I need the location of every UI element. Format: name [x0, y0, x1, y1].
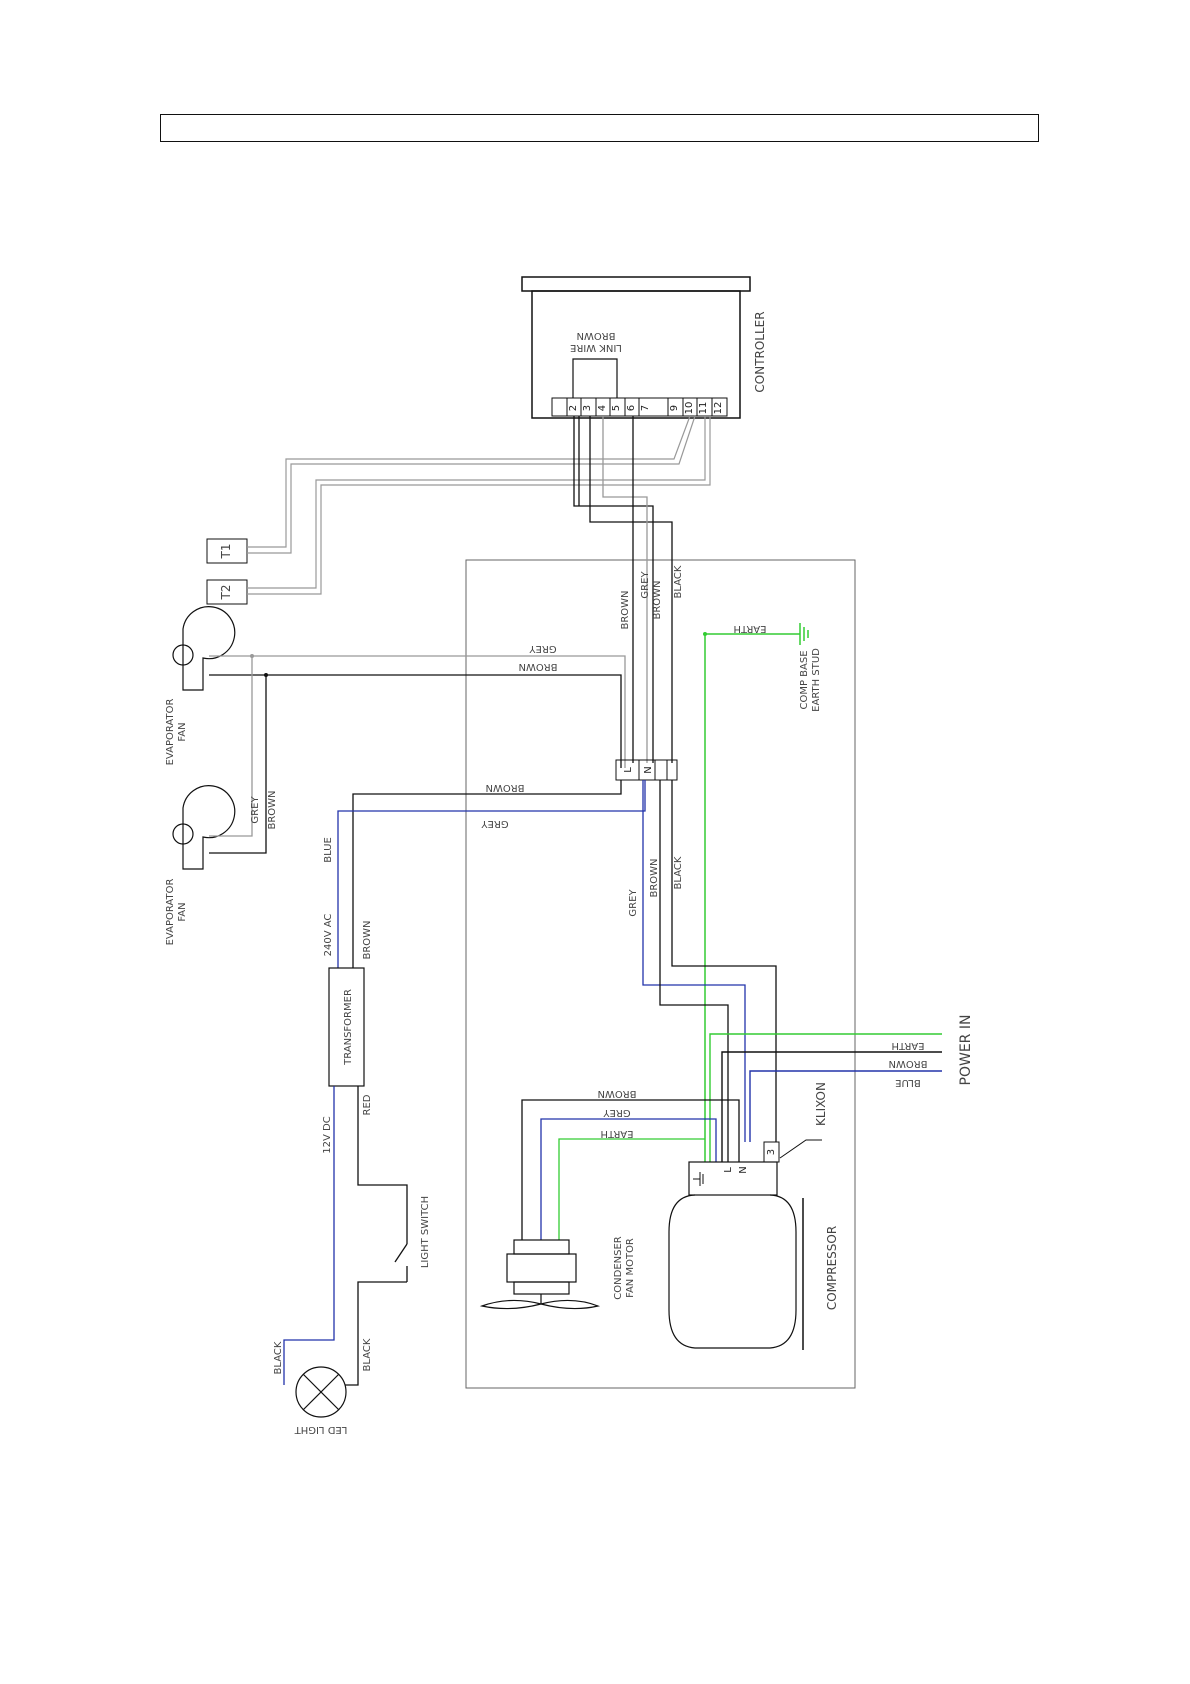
title-box [160, 114, 1039, 142]
compressor-feed-wires [642, 780, 777, 1162]
sensor-t2: T2 [206, 579, 248, 605]
controller-terminal-strip [551, 397, 728, 417]
sensor-t1: T1 [206, 538, 248, 564]
compressor-terminal-l: L [723, 1167, 734, 1173]
feed-label-blue: BLUE [323, 837, 334, 863]
power-in-label: POWER IN [958, 1015, 974, 1086]
harness-label-brown-2: BROWN [652, 580, 663, 619]
compressor-terminal-n: N [738, 1166, 749, 1173]
link-wire-color-label: BROWN [576, 330, 615, 341]
transformer-12v-label: 12V DC [322, 1116, 333, 1153]
transformer: TRANSFORMER [328, 967, 365, 1087]
earth-stud-label-2: EARTH STUD [811, 648, 822, 712]
earth-label-stud: EARTH [733, 623, 766, 634]
condenser-fan-wires [521, 1099, 740, 1240]
cond-label-earth: EARTH [600, 1128, 633, 1139]
comp-feed-label-black: BLACK [673, 856, 684, 889]
transformer-feed-wires [337, 780, 646, 968]
light-switch: LIGHT SWITCH [394, 1196, 431, 1282]
power-in-blue-label: BLUE [895, 1077, 921, 1088]
sensor-t1-label: T1 [219, 544, 233, 560]
controller-terminal-7: 7 [640, 405, 651, 411]
cond-fan-label-2: FAN MOTOR [625, 1238, 636, 1298]
controller-label: CONTROLLER [753, 311, 767, 392]
controller-terminal-2: 2 [568, 405, 579, 411]
klixon: KLIXON [779, 1082, 828, 1159]
probe-wires [247, 415, 711, 595]
harness-label-brown-1: BROWN [620, 590, 631, 629]
evap-label-grey-side: GREY [250, 796, 261, 824]
led-light: LED LIGHT [294, 1366, 348, 1435]
condenser-fan-motor: CONDENSER FAN MOTOR [479, 1236, 636, 1310]
feed-label-brown-2: BROWN [362, 920, 373, 959]
evap-fan-1-label-2: FAN [177, 722, 188, 741]
evap-fan-2-label-2: FAN [177, 902, 188, 921]
led-light-label: LED LIGHT [294, 1424, 348, 1435]
cond-label-grey: GREY [603, 1107, 631, 1118]
comp-feed-label-brown: BROWN [649, 858, 660, 897]
evap-fan-1-label-1: EVAPORATOR [165, 699, 176, 766]
feed-label-grey: GREY [481, 818, 509, 829]
evap-fan-wires [209, 655, 626, 854]
controller-body [531, 290, 741, 419]
controller-terminal-11: 11 [698, 402, 709, 415]
controller-display-bezel [521, 276, 751, 292]
harness-label-black: BLACK [673, 565, 684, 598]
compressor: L N 3 COMPRESSOR [668, 1141, 839, 1350]
evaporator-fan-2: EVAPORATOR FAN [165, 785, 236, 946]
power-in-brown-label: BROWN [888, 1058, 927, 1069]
harness-label-grey: GREY [640, 571, 651, 599]
controller-terminal-4: 4 [597, 405, 608, 411]
controller: 2 3 4 5 6 7 9 10 11 12 LINK WIRE BROWN C… [521, 276, 767, 419]
controller-terminal-5: 5 [611, 405, 622, 411]
evap-label-grey-top: GREY [529, 643, 557, 654]
light-switch-label: LIGHT SWITCH [420, 1196, 431, 1268]
power-in-earth-label: EARTH [891, 1040, 924, 1051]
feed-label-240v: 240V AC [323, 914, 334, 957]
link-wire [572, 358, 618, 398]
cond-fan-label-1: CONDENSER [613, 1236, 624, 1299]
cond-label-brown: BROWN [597, 1088, 636, 1099]
controller-terminal-3: 3 [582, 405, 593, 411]
low-voltage-wires [283, 1086, 408, 1386]
cabinet-outline [465, 559, 856, 1389]
controller-terminal-12: 12 [713, 402, 724, 415]
led-label-black-1: BLACK [273, 1341, 284, 1374]
transformer-label: TRANSFORMER [343, 989, 354, 1066]
evap-label-brown-side: BROWN [267, 790, 278, 829]
earth-stud-label-1: COMP BASE [799, 650, 810, 709]
controller-harness [573, 416, 673, 763]
earth-stud: EARTH COMP BASE EARTH STUD [703, 623, 822, 712]
feed-label-brown: BROWN [485, 782, 524, 793]
compressor-label: COMPRESSOR [825, 1226, 839, 1310]
sensor-t2-label: T2 [219, 585, 233, 601]
evaporator-fan-1: EVAPORATOR FAN [165, 606, 236, 766]
klixon-label: KLIXON [814, 1082, 828, 1126]
controller-terminal-10: 10 [684, 402, 695, 415]
evap-label-brown-top: BROWN [518, 661, 557, 672]
terminal-block-n: N [643, 766, 654, 773]
led-label-black-2: BLACK [362, 1338, 373, 1371]
compressor-terminal-3: 3 [766, 1149, 777, 1155]
comp-feed-label-grey: GREY [628, 889, 639, 917]
controller-terminal-6: 6 [626, 405, 637, 411]
terminal-block-l: L [623, 767, 634, 773]
transformer-red-label: RED [362, 1094, 373, 1115]
controller-terminal-9: 9 [669, 405, 680, 411]
link-wire-label: LINK WIRE [570, 342, 622, 353]
evap-fan-2-label-1: EVAPORATOR [165, 879, 176, 946]
